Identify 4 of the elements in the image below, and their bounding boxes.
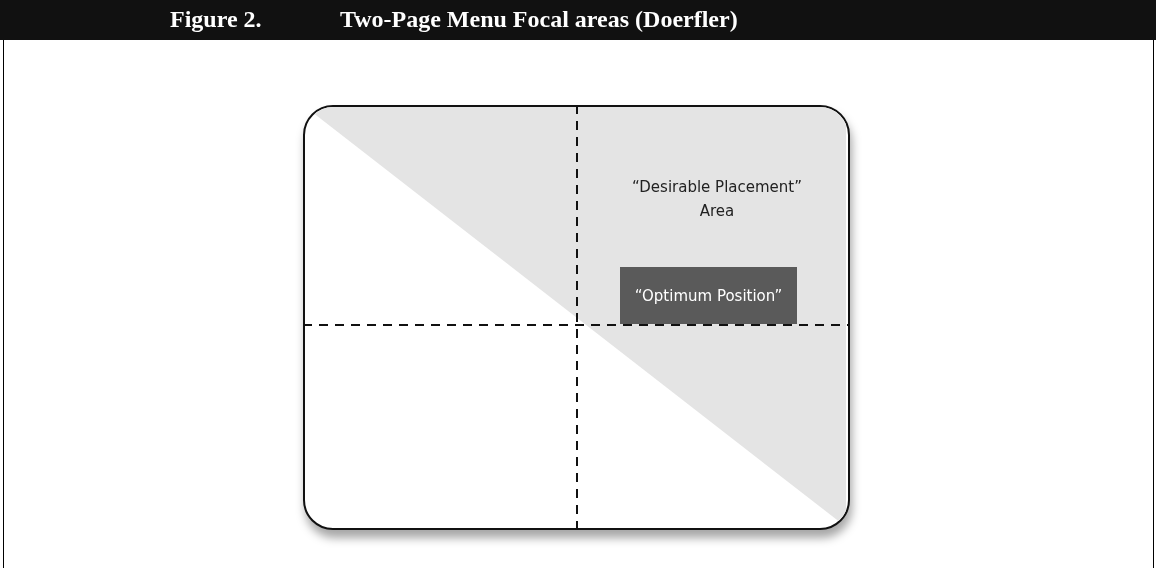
optimum-position-box: “Optimum Position” <box>620 267 797 324</box>
area-label: “Desirable Placement” Area <box>631 177 803 222</box>
figure-number: Figure 2. <box>170 6 262 33</box>
figure-title: Two-Page Menu Focal areas (Doerfler) <box>340 6 738 33</box>
